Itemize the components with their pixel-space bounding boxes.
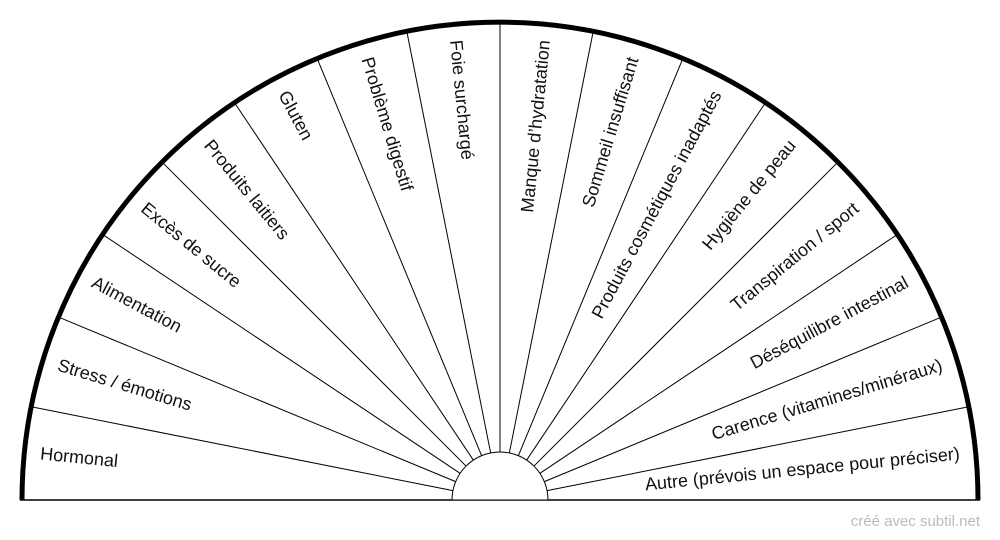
- segment-label: Stress / émotions: [55, 355, 194, 415]
- segment-divider: [60, 317, 456, 483]
- segment-divider: [533, 163, 837, 467]
- segment-divider: [544, 317, 940, 483]
- segment-divider: [526, 103, 765, 461]
- segment-divider: [235, 103, 474, 461]
- segment-label: Manque d’hydratation: [517, 39, 554, 213]
- segment-divider: [317, 60, 483, 456]
- segment-label: Problème digestif: [358, 55, 418, 195]
- segment-divider: [508, 33, 594, 454]
- segment-label: Transpiration / sport: [727, 198, 863, 315]
- segment-divider: [539, 235, 897, 474]
- segment-label: Gluten: [274, 87, 317, 143]
- segment-label: Autre (prévois un espace pour préciser): [644, 444, 961, 495]
- segment-divider: [406, 33, 492, 454]
- segment-label: Carence (vitamines/minéraux): [709, 355, 945, 444]
- segment-divider: [33, 406, 454, 492]
- segment-label: Hygiène de peau: [698, 136, 800, 254]
- segment-label: Produits laitiers: [200, 136, 294, 244]
- segment-divider: [546, 406, 967, 492]
- segment-divider: [103, 235, 461, 474]
- segment-divider: [163, 163, 467, 467]
- segment-divider: [517, 60, 683, 456]
- segment-label: Foie surchargé: [446, 39, 478, 160]
- center-circle: [451, 451, 549, 501]
- credit-text: créé avec subtil.net: [850, 513, 980, 530]
- segment-label: Alimentation: [88, 272, 185, 336]
- segment-label: Hormonal: [39, 444, 119, 472]
- segment-dividers: [33, 24, 967, 492]
- outer-arc: [19, 19, 981, 501]
- segment-label: Excès de sucre: [137, 198, 245, 292]
- segment-label: Sommeil insuffisant: [578, 55, 642, 210]
